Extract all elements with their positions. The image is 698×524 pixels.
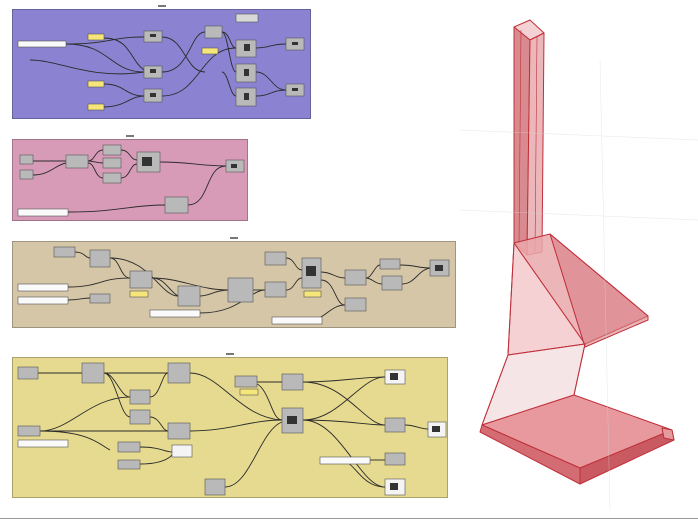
group-panel-4-title <box>226 353 234 355</box>
group-panel-1-title <box>157 5 166 7</box>
bottom-divider <box>0 518 698 519</box>
group-panel-3-title <box>230 237 238 239</box>
node-graph <box>17 13 450 496</box>
group-panel-2-title <box>126 135 134 137</box>
